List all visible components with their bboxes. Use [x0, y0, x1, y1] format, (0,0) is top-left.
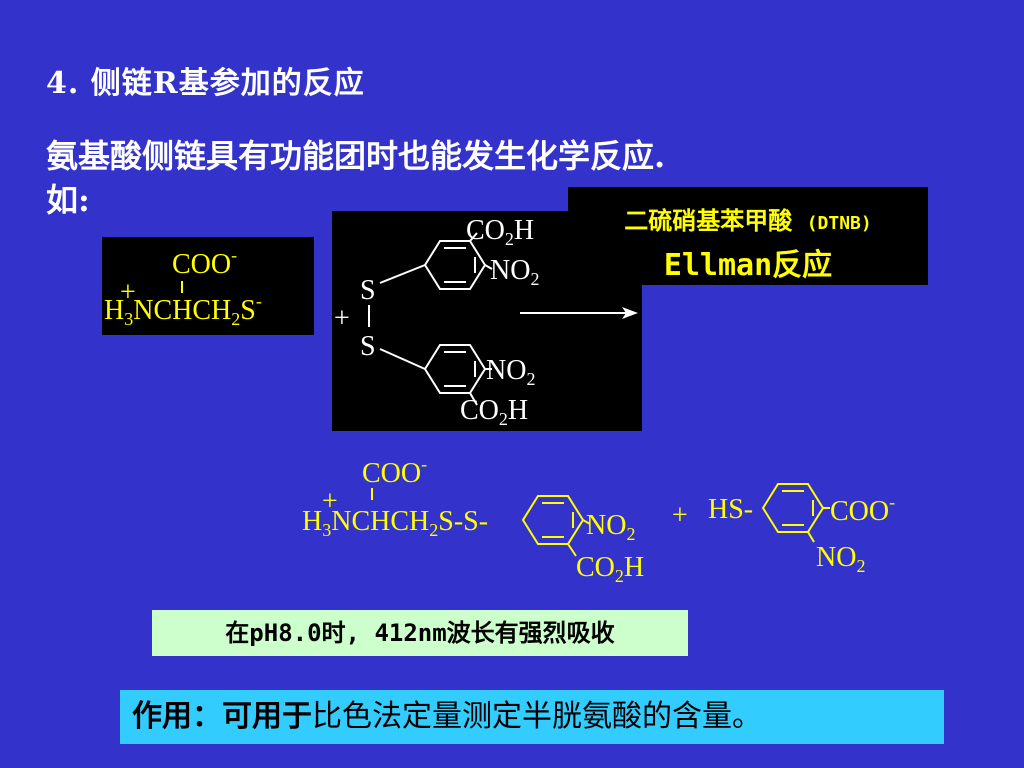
reaction-name: Ellman反应: [663, 248, 833, 283]
product-no2: NO2: [586, 510, 635, 544]
product-chain: H3NCHCH2S-S-: [302, 506, 488, 540]
lower-co2h: CO2H: [460, 395, 528, 429]
cys-coo: COO-: [172, 245, 237, 280]
lower-sulfur: S: [360, 331, 376, 362]
product-plus-sign: +: [672, 500, 688, 531]
reagent-abbr: (DTNB): [806, 213, 872, 234]
cys-chain: H3NCHCH2S-: [104, 291, 262, 329]
product-structures: COO- + H3NCHCH2S-S- NO2 CO2H + HS- COO- …: [302, 454, 895, 586]
arrow-head: [622, 307, 638, 319]
cys-plus: +: [120, 277, 136, 308]
reagent-label-box: 二硫硝基苯甲酸 (DTNB) Ellman反应: [568, 187, 928, 285]
absorption-note: 在pH8.0时, 412nm波长有强烈吸收: [152, 610, 688, 656]
product-coo: COO-: [362, 454, 427, 489]
product-no2-2: NO2: [816, 542, 865, 576]
intro-line-1: 氨基酸侧链具有功能团时也能发生化学反应.: [46, 137, 666, 175]
product-hs: HS-: [708, 494, 753, 525]
dtnb-structure: CO2H NO2 S + S NO2 CO2H: [334, 215, 638, 429]
upper-no2: NO2: [490, 255, 539, 289]
slide-title: 4. 侧链R基参加的反应: [46, 66, 365, 101]
product-coo-2: COO-: [830, 492, 895, 527]
product-plus: +: [322, 486, 338, 517]
cysteine-structure: COO- + H3NCHCH2S-: [104, 245, 262, 329]
intro-text: 氨基酸侧链具有功能团时也能发生化学反应. 如:: [46, 134, 665, 222]
cysteine-box: [102, 237, 314, 335]
reagent-name: 二硫硝基苯甲酸 (DTNB): [624, 207, 872, 235]
intro-line-2: 如:: [46, 181, 90, 219]
product-co2h: CO2H: [576, 552, 644, 586]
lower-no2: NO2: [486, 355, 535, 389]
plus-sign: +: [334, 303, 350, 334]
upper-sulfur: S: [360, 275, 376, 306]
upper-co2h: CO2H: [466, 215, 534, 249]
usage-box: 作用：可用于比色法定量测定半胱氨酸的含量。: [120, 690, 944, 744]
usage-head: 作用：可用于: [132, 699, 312, 734]
usage-body: 比色法定量测定半胱氨酸的含量。: [312, 699, 762, 734]
